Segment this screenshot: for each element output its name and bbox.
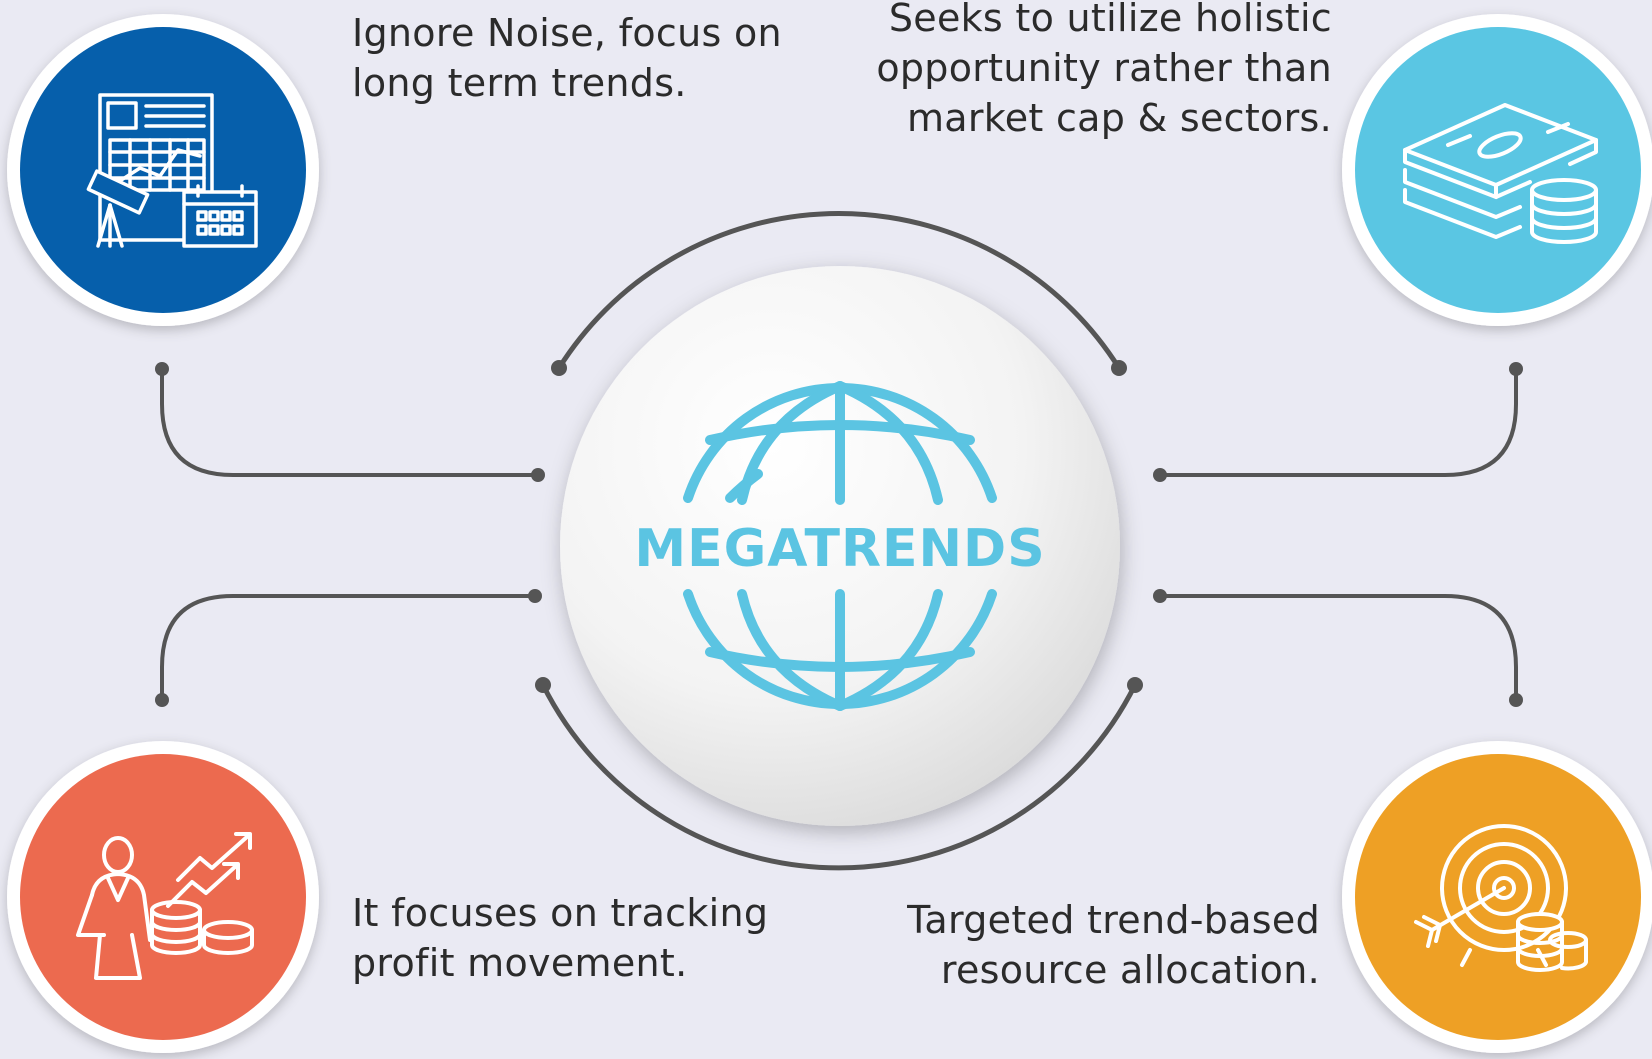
target-coins-icon bbox=[1414, 824, 1588, 972]
node-fill bbox=[1355, 27, 1641, 313]
caption-line: It focuses on tracking bbox=[352, 891, 769, 935]
caption-line: long term trends. bbox=[352, 61, 687, 105]
connector-dot bbox=[1509, 362, 1523, 376]
node-top-left bbox=[7, 14, 319, 326]
connector-top-right bbox=[1158, 367, 1518, 477]
caption-line: resource allocation. bbox=[940, 948, 1320, 992]
connector-dot bbox=[1153, 589, 1167, 603]
caption-line: Ignore Noise, focus on bbox=[352, 11, 782, 55]
caption-bottom-left: It focuses on tracking profit movement. bbox=[352, 888, 768, 988]
orbit-dots bbox=[535, 360, 1143, 693]
node-fill bbox=[20, 754, 306, 1040]
connector-dot bbox=[528, 589, 542, 603]
center-node: MEGATRENDS bbox=[560, 266, 1120, 826]
globe-icon bbox=[683, 381, 997, 711]
caption-line: Targeted trend-based bbox=[907, 898, 1320, 942]
connector-dot bbox=[1509, 693, 1523, 707]
connector-dot bbox=[155, 362, 169, 376]
connector-dot bbox=[155, 693, 169, 707]
connector-dot bbox=[531, 468, 545, 482]
center-title: MEGATRENDS bbox=[634, 519, 1045, 579]
connector-bottom-right bbox=[1158, 594, 1518, 702]
caption-top-left: Ignore Noise, focus on long term trends. bbox=[352, 8, 782, 108]
connector-dot bbox=[1153, 468, 1167, 482]
bottom-orbit-arc bbox=[540, 682, 1138, 871]
node-bottom-right bbox=[1342, 741, 1652, 1053]
connectors bbox=[160, 367, 1518, 702]
caption-bottom-right: Targeted trend-based resource allocation… bbox=[907, 895, 1320, 995]
caption-line: profit movement. bbox=[352, 941, 688, 985]
orbit-dot bbox=[1111, 360, 1127, 376]
caption-line: opportunity rather than bbox=[876, 46, 1332, 90]
caption-line: Seeks to utilize holistic bbox=[888, 0, 1332, 40]
planning-calendar-telescope-icon bbox=[86, 93, 258, 248]
caption-line: market cap & sectors. bbox=[906, 96, 1332, 140]
money-stack-coins-icon bbox=[1403, 103, 1598, 244]
connector-top-left bbox=[160, 367, 540, 477]
orbit-dot bbox=[1127, 677, 1143, 693]
connector-bottom-left bbox=[160, 594, 537, 702]
node-bottom-left bbox=[7, 741, 319, 1053]
caption-top-right: Seeks to utilize holistic opportunity ra… bbox=[876, 0, 1332, 143]
orbit-arcs bbox=[540, 211, 1138, 871]
connector-dots bbox=[155, 362, 1523, 707]
node-top-right bbox=[1342, 14, 1652, 326]
center-circle bbox=[560, 266, 1120, 826]
investor-profit-growth-icon bbox=[76, 832, 254, 980]
orbit-dot bbox=[535, 677, 551, 693]
top-orbit-arc bbox=[556, 211, 1122, 371]
orbit-dot bbox=[551, 360, 567, 376]
